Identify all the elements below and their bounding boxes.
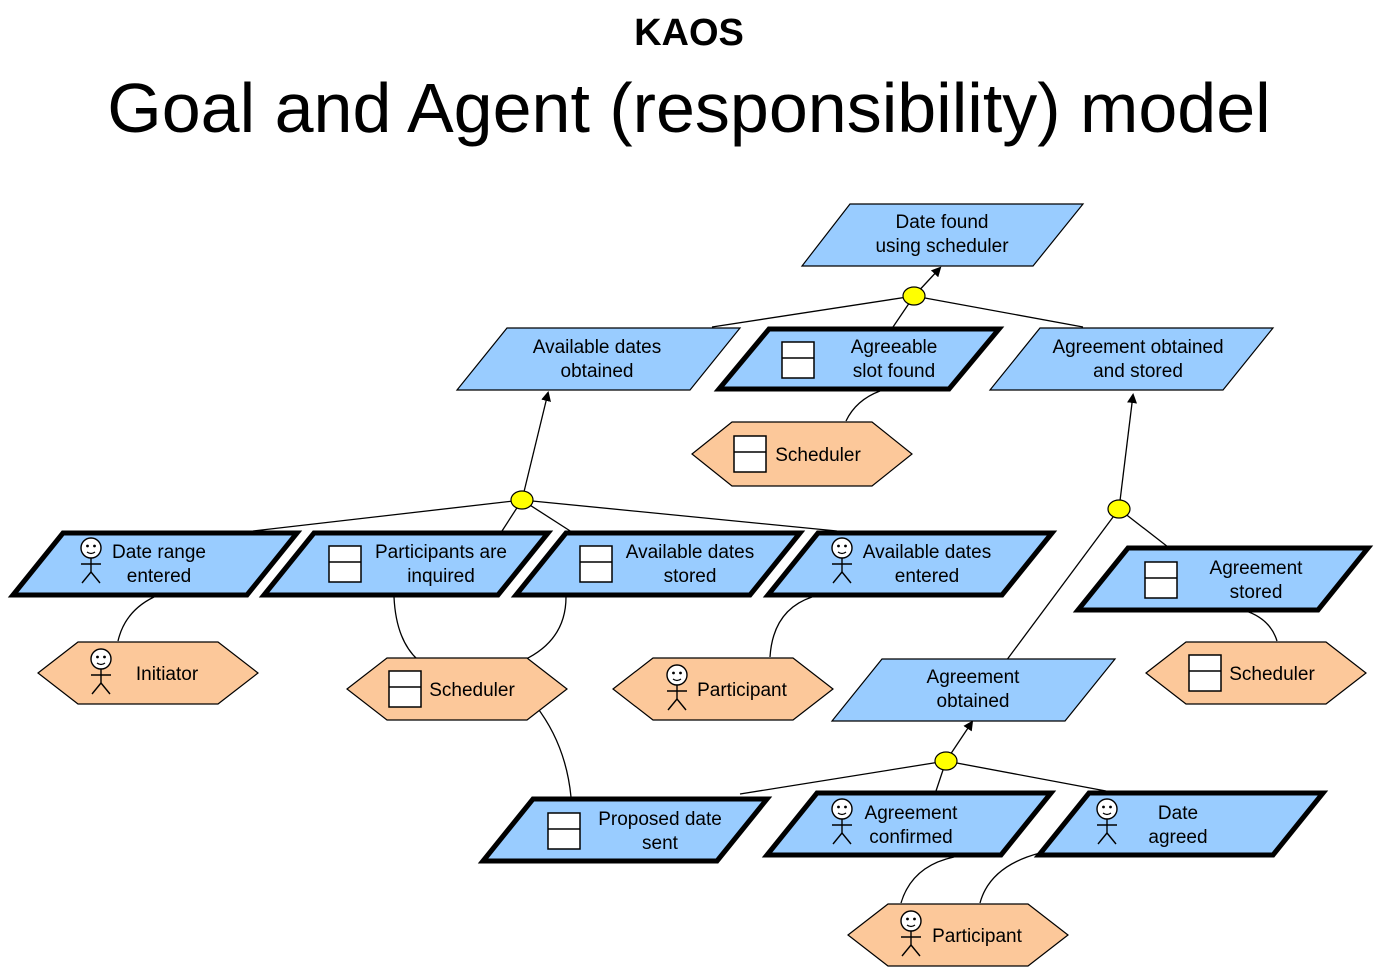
refinement-node-icon — [934, 751, 958, 771]
agent-participant-bottom: Participant — [847, 903, 1069, 967]
agent-label: Participant — [932, 926, 1022, 947]
refinement-node-icon — [510, 490, 534, 510]
goal-label-line2: using scheduler — [875, 236, 1009, 257]
goal-available-dates-obtained: Available dates obtained — [455, 327, 742, 391]
goal-label-line2: obtained — [561, 361, 634, 382]
expectation-date-agreed: Date agreed — [1033, 790, 1329, 858]
resp-scheduler-right — [1242, 609, 1278, 642]
resp-initiator — [117, 596, 155, 642]
diagram-subtitle: KAOS — [634, 12, 744, 54]
link-available-dates-obtained — [711, 295, 915, 328]
software-agent-icon — [388, 670, 422, 708]
agent-label: Initiator — [136, 664, 199, 685]
agent-initiator: Initiator — [37, 641, 259, 705]
resp-participant-date-agreed — [979, 852, 1041, 904]
software-agent-icon — [781, 341, 815, 379]
goal-label-line2: stored — [1230, 582, 1283, 603]
goal-label-line1: Agreement — [1210, 558, 1304, 579]
goal-label-line1: Date range — [112, 542, 206, 563]
requirement-agreement-stored: Agreement stored — [1072, 545, 1374, 613]
goal-label-line1: Available dates — [863, 542, 992, 563]
goal-label-line2: obtained — [937, 691, 1010, 712]
requirement-participants-are-inquired: Participants are inquired — [258, 530, 554, 598]
agent-scheduler-mid: Scheduler — [346, 657, 568, 721]
refinement-node-icon — [902, 286, 926, 306]
refinement-nodes — [510, 286, 1131, 771]
refinement-node-icon — [1107, 499, 1131, 519]
software-agent-icon — [1188, 654, 1222, 692]
arrow-to-agreement-obtained-stored — [1118, 393, 1137, 510]
goal-agreement-obtained: Agreement obtained — [830, 658, 1117, 722]
goal-label-line1: Agreement obtained — [1052, 337, 1223, 358]
resp-scheduler-proposed — [535, 705, 572, 798]
resp-scheduler-dates-stored — [523, 596, 567, 661]
link-available-dates-stored — [521, 499, 579, 537]
resp-scheduler-participants — [393, 596, 419, 661]
goal-label-line1: Available dates — [533, 337, 662, 358]
software-agent-icon — [579, 545, 613, 583]
goal-label-line2: stored — [664, 566, 717, 587]
expectation-date-range-entered: Date range entered — [7, 530, 303, 598]
agent-scheduler-right: Scheduler — [1145, 641, 1367, 705]
link-date-range — [252, 499, 523, 532]
goal-label-line2: inquired — [407, 566, 475, 587]
goal-label-line2: slot found — [853, 361, 935, 382]
software-agent-icon — [1144, 561, 1178, 599]
goal-agreement-obtained-and-stored: Agreement obtained and stored — [988, 327, 1275, 391]
goal-label-line2: and stored — [1093, 361, 1183, 382]
goal-label-line1: Date found — [896, 212, 989, 233]
arrow-to-available-dates-obtained — [521, 391, 551, 501]
agent-participant-mid: Participant — [612, 657, 834, 721]
requirement-available-dates-stored: Available dates stored — [510, 530, 806, 598]
resp-participant-mid — [769, 596, 813, 658]
goal-label-line1: Agreement — [927, 667, 1021, 688]
goal-label-line1: Proposed date — [598, 809, 722, 830]
diagram-title: Goal and Agent (responsibility) model — [107, 69, 1271, 147]
goal-label-line2: confirmed — [869, 827, 952, 848]
link-proposed-date — [739, 760, 947, 795]
requirement-agreeable-slot-found: Agreeable slot found — [713, 326, 1005, 392]
link-available-dates-entered — [521, 499, 838, 532]
expectation-agreement-confirmed: Agreement confirmed — [761, 790, 1057, 858]
goal-label-line1: Participants are — [375, 542, 507, 563]
agent-label: Scheduler — [775, 445, 861, 466]
link-agreement-obtained-stored — [913, 295, 1084, 328]
software-agent-icon — [328, 545, 362, 583]
agent-label: Scheduler — [1229, 664, 1315, 685]
goal-label-line2: agreed — [1148, 827, 1207, 848]
requirement-proposed-date-sent: Proposed date sent — [477, 796, 773, 864]
goal-label-line1: Agreeable — [851, 337, 938, 358]
resp-scheduler-top — [845, 390, 881, 422]
goal-label-line2: sent — [642, 833, 679, 854]
link-date-agreed — [945, 760, 1107, 792]
resp-participant-confirmed — [900, 856, 955, 904]
software-agent-icon — [547, 812, 581, 850]
goal-label-line2: entered — [127, 566, 191, 587]
goal-label-line1: Agreement — [865, 803, 959, 824]
expectation-available-dates-entered: Available dates entered — [762, 530, 1058, 598]
link-agreement-obtained — [1005, 508, 1120, 662]
connectors — [117, 266, 1278, 904]
goal-label-line2: entered — [895, 566, 959, 587]
goal-label-line1: Available dates — [626, 542, 755, 563]
goal-date-found-using-scheduler: Date found using scheduler — [800, 203, 1085, 267]
agent-scheduler-top: Scheduler — [691, 421, 913, 487]
agent-label: Participant — [697, 680, 787, 701]
software-agent-icon — [733, 435, 767, 473]
agent-label: Scheduler — [429, 680, 515, 701]
goal-label-line1: Date — [1158, 803, 1198, 824]
